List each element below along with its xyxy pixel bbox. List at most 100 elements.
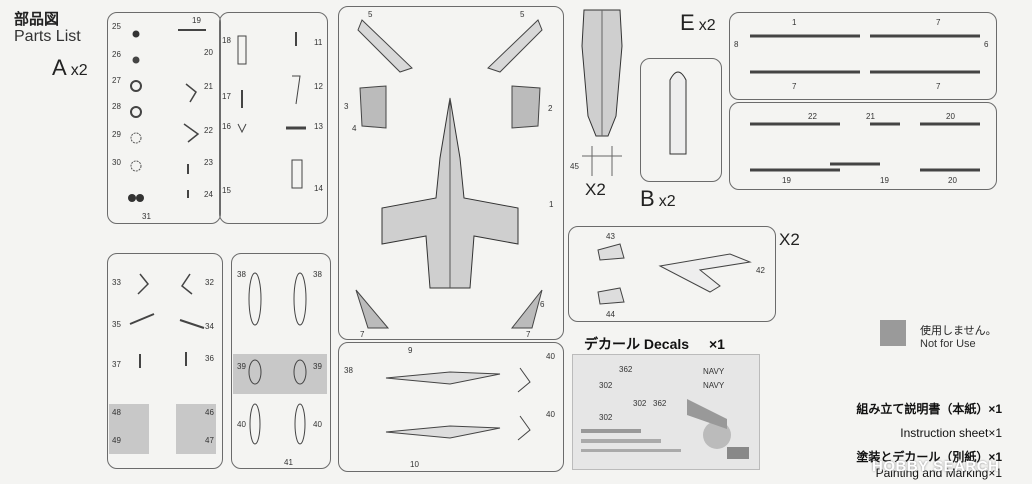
part-number: 12 [314,82,323,91]
instructions-en: Instruction sheet×1 [900,426,1002,440]
part-number: 40 [313,420,322,429]
part-number: 6 [984,40,989,49]
part-number: 14 [314,184,323,193]
sprue-e-bottom [729,102,997,190]
part-number: 33 [112,278,121,287]
part-number: 38 [237,270,246,279]
canopy-frame [640,58,722,182]
part-number: 20 [204,48,213,57]
canopy-qty: X2 [779,230,800,249]
decals-label: デカール Decals [584,336,690,352]
part-number: 19 [192,16,201,25]
sprue-e-letter: E [680,10,695,35]
watermark: HOBBY SEARCH [872,458,1000,475]
sprue-a-qty: x2 [70,62,88,79]
part-number: 39 [313,362,322,371]
a-small-parts [178,29,306,198]
canopy-part [669,71,687,155]
decal-sheet: 362 302 NAVY 302 362 NAVY 302 [572,354,760,470]
decal-text: 302 [599,381,613,390]
part-number: 20 [946,112,955,121]
part-number: 42 [756,266,765,275]
sprue-e-top [729,12,997,100]
sprue-b-qty: x2 [658,193,676,210]
part-number: 29 [112,130,121,139]
part-number: 40 [237,420,246,429]
part-number: 37 [112,360,121,369]
part-number: 45 [570,162,579,171]
part-number: 23 [204,158,213,167]
sprue-b-parts [597,243,752,305]
part-number: 46 [205,408,214,417]
part-number: 48 [112,408,121,417]
main-sprue-parts [355,19,543,329]
legend-label-jp: 使用しません。 [920,325,997,337]
unused-area [176,404,216,454]
part-number: 4 [352,124,357,133]
part-number: 6 [540,300,545,309]
decals-qty: ×1 [708,336,725,352]
part-number: 9 [408,346,413,355]
decal-text: 302 [633,399,647,408]
decal-text: 362 [653,399,667,408]
part-number: 15 [222,186,231,195]
part-number: 40 [546,352,555,361]
fuselage-part [581,9,623,176]
part-number: 38 [344,366,353,375]
sprue-b-frame [568,226,776,322]
sprue-a-frame-right [219,12,328,224]
part-number: 21 [866,112,875,121]
instructions-jp: 組み立て説明書（本紙）×1 [856,402,1002,416]
sprue-a-bottom-left [107,253,223,469]
part-number: 22 [808,112,817,121]
main-sprue-upper [338,6,564,340]
part-number: 7 [360,330,365,339]
part-number: 47 [205,436,214,445]
sprue-a-bottom-right [231,253,331,469]
sprue-e-qty: x2 [698,17,716,34]
part-number: 24 [204,190,213,199]
part-number: 7 [936,82,941,91]
decals-title: デカール Decals ×1 [584,334,725,354]
part-number: 27 [112,76,121,85]
part-number: 25 [112,22,121,31]
sprue-a-frame-left [107,12,221,224]
sprue-b-letter: B [640,186,655,211]
part-number: 35 [112,320,121,329]
main-sprue-lower [338,342,564,472]
part-number: 17 [222,92,231,101]
part-number: 5 [520,10,525,19]
decal-text: 302 [599,413,613,422]
engine-parts [385,367,531,441]
part-number: 7 [526,330,531,339]
part-number: 30 [112,158,121,167]
fuselage-qty: X2 [585,180,606,199]
part-number: 7 [792,82,797,91]
part-number: 31 [142,212,151,221]
part-number: 11 [314,38,323,47]
part-number: 40 [546,410,555,419]
part-number: 39 [237,362,246,371]
part-number: 32 [205,278,214,287]
part-number: 38 [313,270,322,279]
part-number: 3 [344,102,349,111]
a-round-parts [128,30,144,202]
missile-parts [750,34,980,172]
part-number: 22 [204,126,213,135]
part-number: 19 [880,176,889,185]
part-number: 5 [368,10,373,19]
part-number: 10 [410,460,419,469]
painting-en: Painting and Marking×1 [875,466,1002,480]
part-number: 20 [948,176,957,185]
a-bottom-parts [129,272,307,445]
part-number: 49 [112,436,121,445]
part-number: 18 [222,36,231,45]
sprue-a-letter: A [52,55,67,80]
part-number: 1 [549,200,554,209]
page-title-jp: 部品図 [14,11,60,28]
part-number: 7 [936,18,941,27]
decal-text: NAVY [703,381,725,390]
